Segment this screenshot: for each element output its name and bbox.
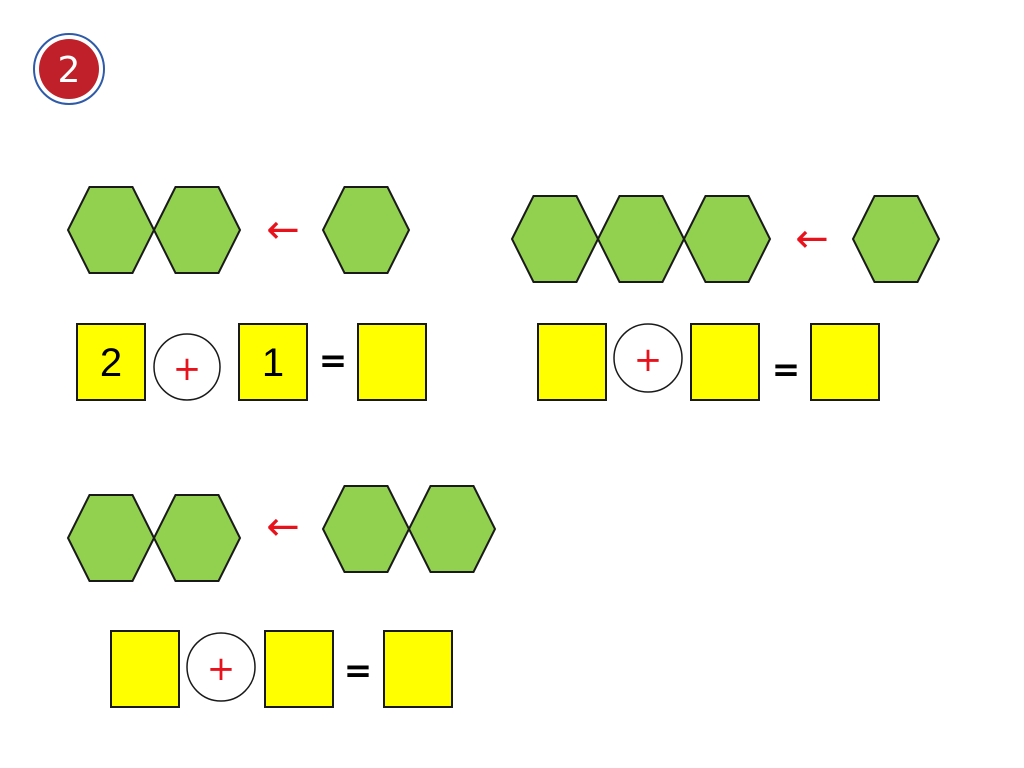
hexagon-block — [851, 195, 941, 283]
hexagon-block — [321, 485, 411, 573]
sum-box[interactable] — [810, 323, 880, 401]
hexagon-block — [510, 195, 600, 283]
addend-value-1: 2 — [100, 341, 122, 385]
hexagon-block — [152, 494, 242, 582]
addend-box-2[interactable] — [238, 323, 308, 401]
hexagon-block — [66, 186, 156, 274]
addend-box-1[interactable] — [76, 323, 146, 401]
problem-1: ← 2 + 1 = — [66, 186, 427, 401]
hexagon-block — [596, 195, 686, 283]
plus-icon: + — [173, 349, 202, 389]
equals-sign: = — [772, 350, 801, 390]
hexagon-block — [682, 195, 772, 283]
sum-box[interactable] — [357, 323, 427, 401]
addend-box-2[interactable] — [690, 323, 760, 401]
addend-value-2: 1 — [262, 341, 284, 385]
left-arrow-icon: ← — [266, 504, 300, 550]
addend-box-1[interactable] — [537, 323, 607, 401]
operator-circle — [613, 323, 683, 393]
equals-sign: = — [319, 341, 348, 381]
hexagon-group — [66, 186, 411, 274]
addend-box-2[interactable] — [264, 630, 334, 708]
problem-number-badge: 2 — [33, 33, 105, 105]
hexagon-block — [321, 186, 411, 274]
plus-icon: + — [634, 340, 663, 380]
operator-circle — [186, 632, 256, 702]
hexagon-group — [66, 485, 497, 582]
problem-2: ← + = — [510, 195, 941, 401]
hexagon-group — [510, 195, 941, 283]
left-arrow-icon: ← — [795, 216, 829, 262]
plus-icon: + — [207, 649, 236, 689]
addend-box-1[interactable] — [110, 630, 180, 708]
hexagon-block — [66, 494, 156, 582]
problem-3: ← + = — [66, 485, 497, 708]
problem-number: 2 — [58, 50, 81, 91]
left-arrow-icon: ← — [266, 207, 300, 253]
sum-box[interactable] — [383, 630, 453, 708]
hexagon-block — [152, 186, 242, 274]
operator-circle — [153, 333, 221, 401]
equals-sign: = — [344, 651, 373, 691]
hexagon-block — [407, 485, 497, 573]
